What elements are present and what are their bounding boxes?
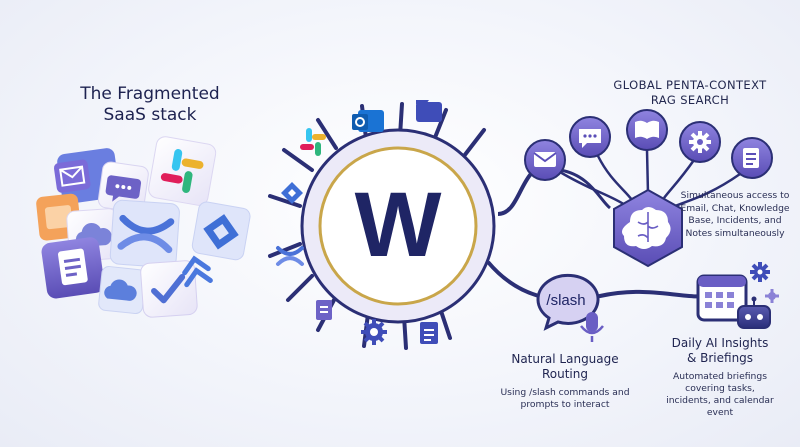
incidents-gear-icon [679,121,721,163]
outlook-tile-icon [53,148,120,204]
file-icon [420,322,438,344]
brain-hexagon-icon [613,188,683,268]
confluence-icon [276,246,304,266]
daily-ai-insights-description: Automated briefings covering tasks, inci… [666,371,774,418]
chat-icon [569,116,611,158]
docs-tile-icon [41,237,105,299]
daily-ai-insights-title-text: Daily AI Insights & Briefings [671,336,769,365]
daily-ai-insights-title: Daily AI Insights & Briefings [660,336,780,366]
robot-icon [737,296,771,329]
rag-search-title-text: GLOBAL PENTA-CONTEXT RAG SEARCH [613,78,767,107]
knowledge-base-book-icon [626,109,668,151]
natural-language-routing-description: Using /slash commands and prompts to int… [500,387,630,410]
w-logo-letter: W [355,174,442,276]
slash-command-text: /slash [546,292,585,309]
connector-to-routing [486,260,721,302]
jira-icon [281,182,303,204]
slack-tile-icon [148,136,217,206]
arrows-tile-icon [182,255,213,288]
microphone-icon [580,312,604,342]
slash-command-bubble: /slash [536,273,600,331]
jira-tile-icon [191,201,251,261]
email-icon [524,139,566,181]
natural-language-routing-title: Natural Language Routing [500,352,630,382]
small-gear-icon [765,289,779,303]
notes-icon [731,137,773,179]
outlook-icon [352,110,384,132]
checkmark-tile-icon [140,260,198,318]
gear-icon [361,319,387,345]
confluence-tile-icon [109,199,180,269]
saas-tile-cluster [36,136,251,318]
onedrive-tile-icon [98,266,147,314]
document-icon [316,300,332,320]
chat-bubble-tile-icon [97,161,149,213]
slack-icon [300,128,326,156]
rag-search-description: Simultaneous access to Email, Chat, Know… [680,190,790,239]
settings-gear-icon [750,262,770,282]
fragmented-saas-title-text: The Fragmented SaaS stack [80,84,220,125]
rag-source-connectors [559,149,741,208]
w-logo-hub: W [300,128,496,324]
natural-language-routing-title-text: Natural Language Routing [511,352,619,381]
rag-search-title: GLOBAL PENTA-CONTEXT RAG SEARCH [590,78,790,108]
fragmented-saas-title: The Fragmented SaaS stack [40,84,260,126]
calendar-icon [696,274,748,322]
folder-icon [416,100,442,122]
